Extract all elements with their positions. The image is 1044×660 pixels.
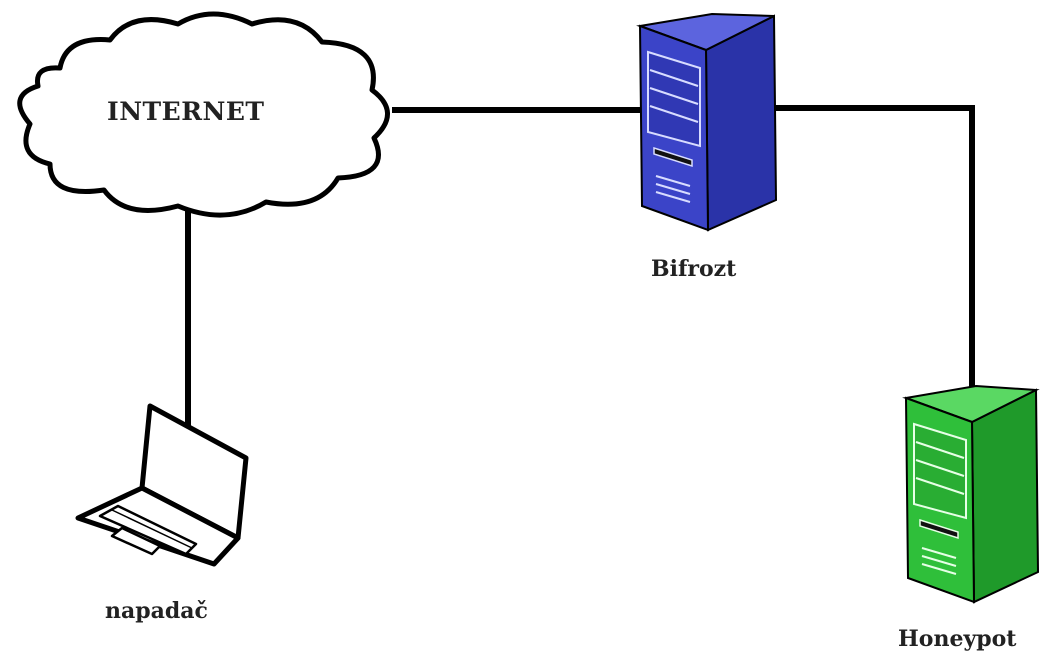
link-bifrozt-honeypot [765, 105, 975, 395]
bifrozt-server-icon [636, 12, 778, 232]
bifrozt-label: Bifrozt [651, 256, 737, 282]
honeypot-label: Honeypot [898, 626, 1017, 652]
cloud-icon [17, 11, 390, 218]
connections [185, 105, 975, 435]
honeypot-server-icon [902, 384, 1040, 604]
laptop-icon [75, 403, 249, 567]
internet-label: INTERNET [107, 97, 265, 126]
attacker-label: napadač [105, 598, 208, 624]
